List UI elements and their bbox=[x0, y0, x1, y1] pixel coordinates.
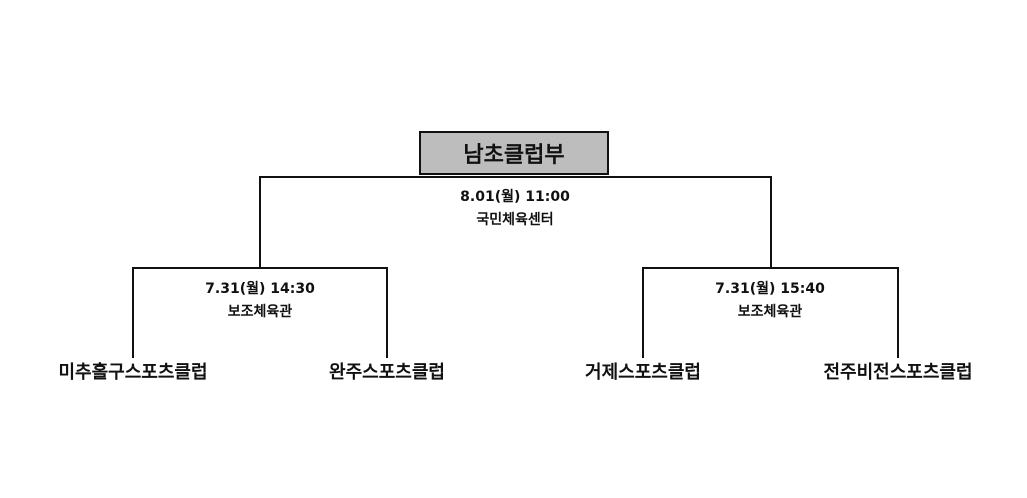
final-match-datetime: 8.01(월) 11:00 bbox=[460, 189, 570, 205]
semi-right-datetime: 7.31(월) 15:40 bbox=[715, 281, 825, 297]
team-1: 미추홀구스포츠클럽 bbox=[58, 362, 208, 383]
semi-right-venue: 보조체육관 bbox=[737, 304, 803, 320]
bracket-title: 남초클럽부 bbox=[419, 131, 609, 175]
semi-right-bracket-line bbox=[642, 267, 899, 358]
semi-left-match-info: 7.31(월) 14:30 보조체육관 bbox=[160, 278, 360, 324]
semi-left-venue: 보조체육관 bbox=[227, 304, 293, 320]
semi-right-match-info: 7.31(월) 15:40 보조체육관 bbox=[670, 278, 870, 324]
final-bracket-line bbox=[259, 176, 772, 268]
team-3: 거제스포츠클럽 bbox=[585, 362, 701, 383]
team-2: 완주스포츠클럽 bbox=[329, 362, 445, 383]
final-match-venue: 국민체육센터 bbox=[476, 212, 554, 228]
final-match-info: 8.01(월) 11:00 국민체육센터 bbox=[415, 186, 615, 232]
team-4: 전주비전스포츠클럽 bbox=[823, 362, 973, 383]
semi-left-datetime: 7.31(월) 14:30 bbox=[205, 281, 315, 297]
semi-left-bracket-line bbox=[132, 267, 388, 358]
